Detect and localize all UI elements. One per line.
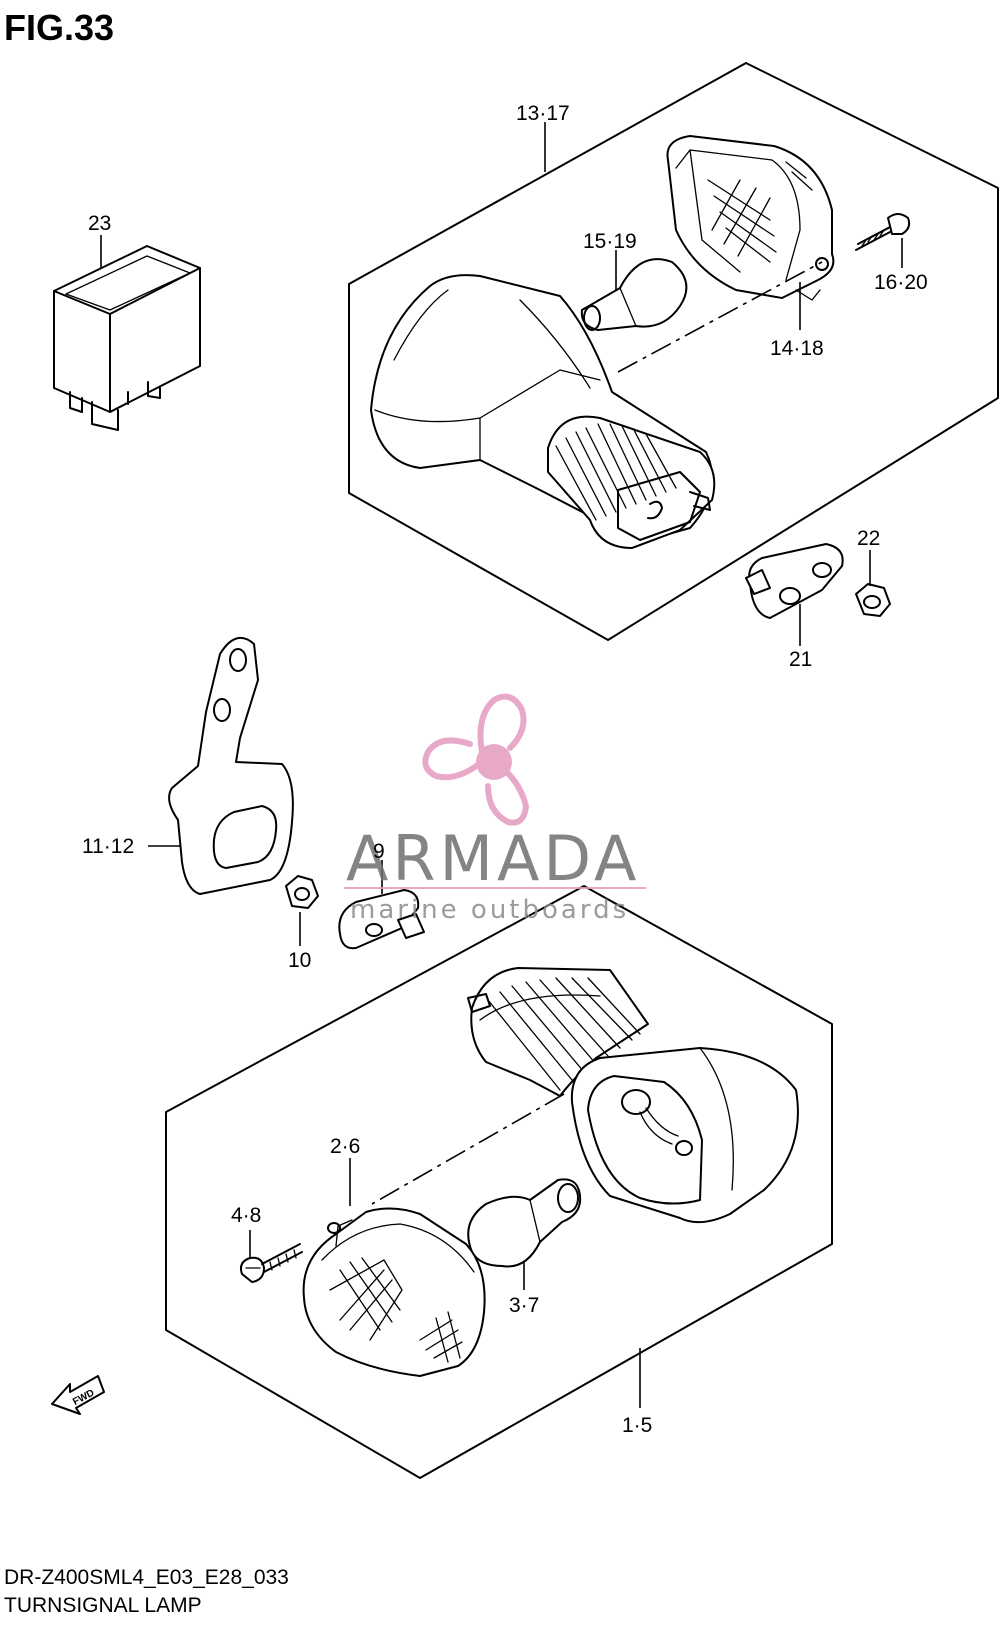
spacer-plate-9 bbox=[338, 889, 425, 950]
watermark-brand: ARMADA bbox=[346, 822, 640, 895]
nut-22 bbox=[855, 583, 891, 617]
part-label-23: 23 bbox=[88, 212, 111, 235]
part-label-22: 22 bbox=[857, 527, 880, 550]
screw-upper bbox=[855, 213, 911, 251]
lower-center-line bbox=[371, 1093, 565, 1205]
part-label-11-12: 11·12 bbox=[82, 835, 134, 858]
nut-10 bbox=[285, 875, 319, 909]
figure-title: FIG.33 bbox=[4, 7, 114, 48]
propeller-icon bbox=[422, 693, 529, 826]
bracket-11-12 bbox=[168, 636, 294, 895]
propeller-hub-icon bbox=[476, 744, 512, 780]
figure-caption: TURNSIGNAL LAMP bbox=[4, 1594, 202, 1617]
part-label-21: 21 bbox=[789, 648, 812, 671]
watermark-logo: ARMADA marine outboards bbox=[344, 693, 646, 925]
bulb-lower bbox=[467, 1178, 582, 1268]
screw-lower bbox=[240, 1243, 303, 1283]
upper-lamp-housing bbox=[370, 274, 716, 549]
model-code: DR-Z400SML4_E03_E28_033 bbox=[4, 1566, 289, 1589]
watermark-tagline: marine outboards bbox=[350, 895, 629, 925]
part-label-4-8: 4·8 bbox=[231, 1204, 261, 1227]
part-label-2-6: 2·6 bbox=[330, 1135, 360, 1158]
part-label-13-17: 13·17 bbox=[516, 102, 570, 125]
part-label-3-7: 3·7 bbox=[509, 1294, 539, 1317]
part-label-1-5: 1·5 bbox=[622, 1414, 652, 1437]
part-label-9: 9 bbox=[373, 840, 385, 863]
relay-part-23 bbox=[53, 245, 201, 431]
part-label-15-19: 15·19 bbox=[583, 230, 637, 253]
upper-lens bbox=[666, 135, 835, 301]
lower-assembly-outline bbox=[165, 885, 833, 1479]
part-label-16-20: 16·20 bbox=[874, 271, 928, 294]
forward-direction-arrow: FWD bbox=[51, 1375, 105, 1415]
spacer-plate-21 bbox=[745, 543, 844, 619]
lower-lamp-housing bbox=[570, 1047, 799, 1224]
bulb-upper bbox=[580, 258, 688, 331]
lower-lens bbox=[302, 1207, 486, 1377]
part-label-14-18: 14·18 bbox=[770, 337, 824, 360]
part-label-10: 10 bbox=[288, 949, 311, 972]
upper-center-line bbox=[617, 261, 823, 373]
upper-assembly-outline bbox=[348, 62, 999, 641]
